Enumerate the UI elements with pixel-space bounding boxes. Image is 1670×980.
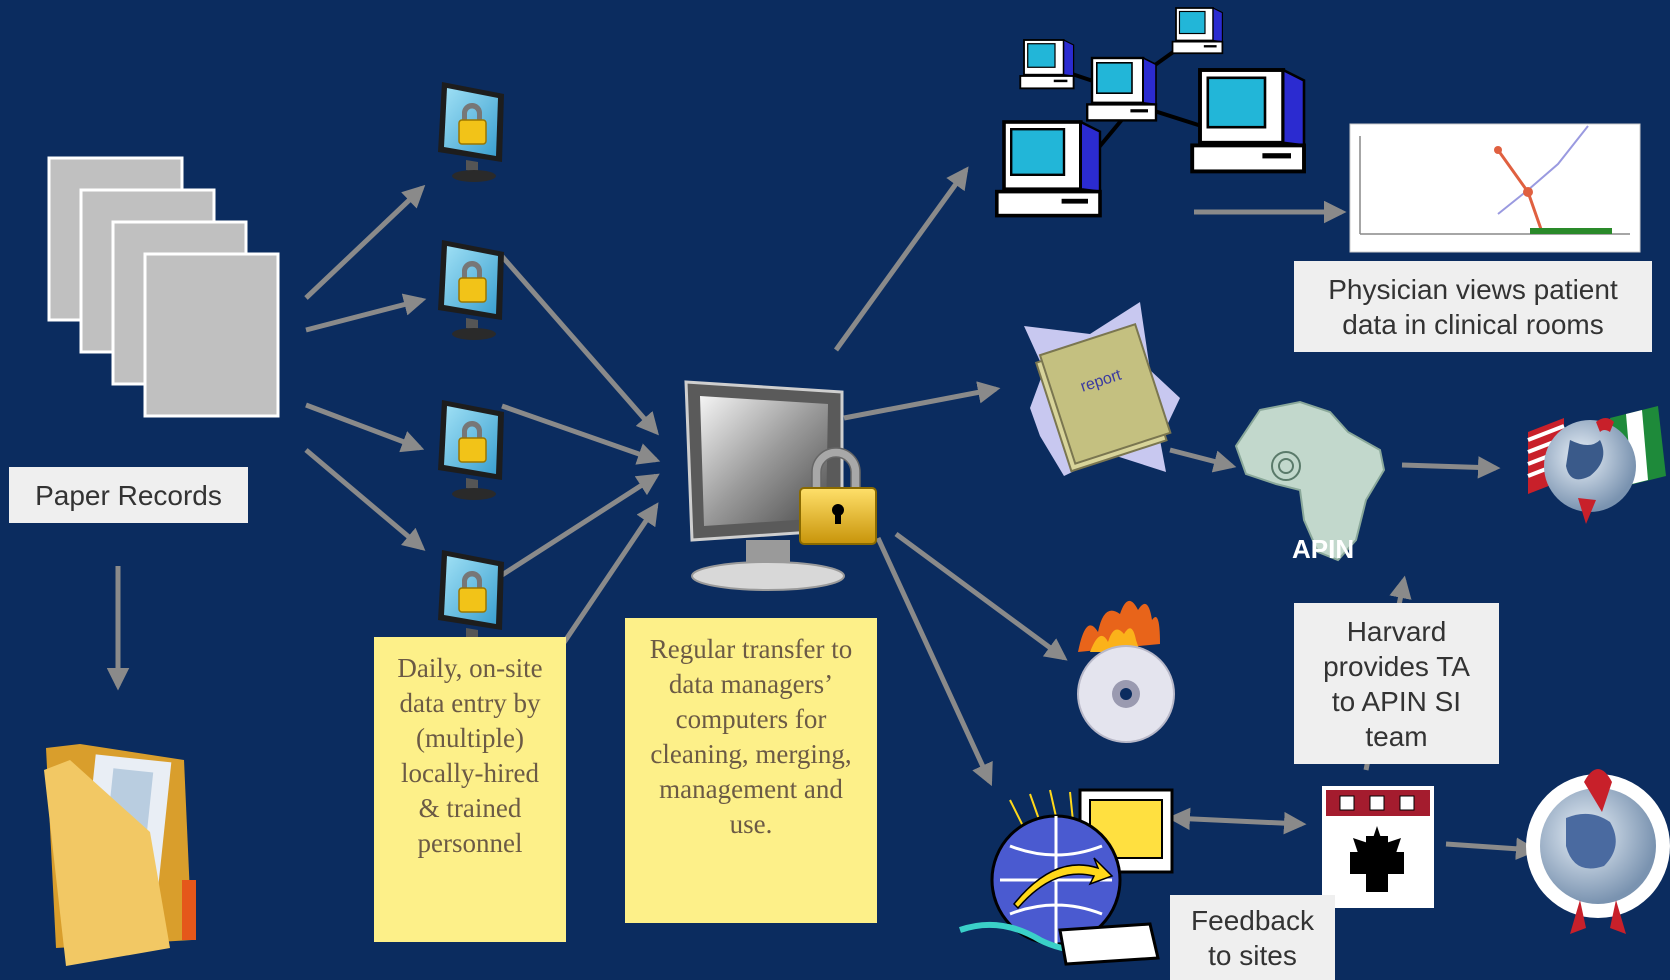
arrow-paper-to-monitor-2: [305, 293, 427, 333]
line-chart-icon: [1349, 123, 1641, 253]
arrow-paper-to-monitor-1: [304, 184, 426, 300]
burning-cd-icon: [1077, 600, 1175, 743]
paper-records-label: Paper Records: [9, 467, 248, 523]
arrow-web-harvard: [1167, 807, 1307, 835]
arrow-africa-to-globe: [1401, 456, 1501, 479]
arrow-harvard-to-globe: [1445, 837, 1539, 860]
locked-monitor-icon: [437, 549, 505, 651]
flow-arrows: [106, 166, 1539, 860]
paper-stack-icon: [47, 156, 280, 418]
locked-computer-icon: [684, 380, 877, 591]
arrow-central-to-web: [875, 536, 993, 787]
physician-label: Physician views patient data in clinical…: [1294, 261, 1652, 352]
arrow-central-to-cd: [894, 531, 1068, 661]
arrow-report-to-africa: [1169, 447, 1237, 473]
harvard-ta-label: Harvard provides TA to APIN SI team: [1294, 603, 1499, 764]
feedback-label: Feedback to sites: [1170, 895, 1335, 980]
arrow-paper-to-monitor-3: [305, 402, 425, 453]
arrow-monitor-4-to-central: [500, 473, 660, 578]
locked-monitor-icon: [437, 239, 505, 341]
web-computer-icon: [959, 788, 1174, 966]
regular-transfer-note: Regular transfer to data managers’ compu…: [625, 618, 877, 923]
daily-entry-note: Daily, on-site data entry by (multiple) …: [374, 637, 566, 942]
arrow-paper-to-monitor-4: [304, 448, 426, 551]
arrow-monitor-3-to-central: [501, 403, 661, 465]
arrow-central-to-report: [843, 381, 1001, 421]
arrow-monitor-2-to-central: [498, 252, 659, 436]
locked-monitor-icon: [437, 81, 505, 183]
arrow-central-to-network: [833, 166, 969, 352]
report-book-icon: report: [1024, 302, 1180, 476]
computer-network-icon: [994, 7, 1306, 218]
ribbon-globe-icon: [1526, 769, 1670, 934]
harvard-shield-icon: [1322, 786, 1434, 908]
file-folder-icon: [44, 744, 196, 966]
africa-map-icon: [1234, 400, 1386, 562]
locked-monitor-icon: [437, 399, 505, 501]
usa-nigeria-globe-icon: [1527, 406, 1666, 524]
apin-label: APIN: [1292, 534, 1355, 564]
